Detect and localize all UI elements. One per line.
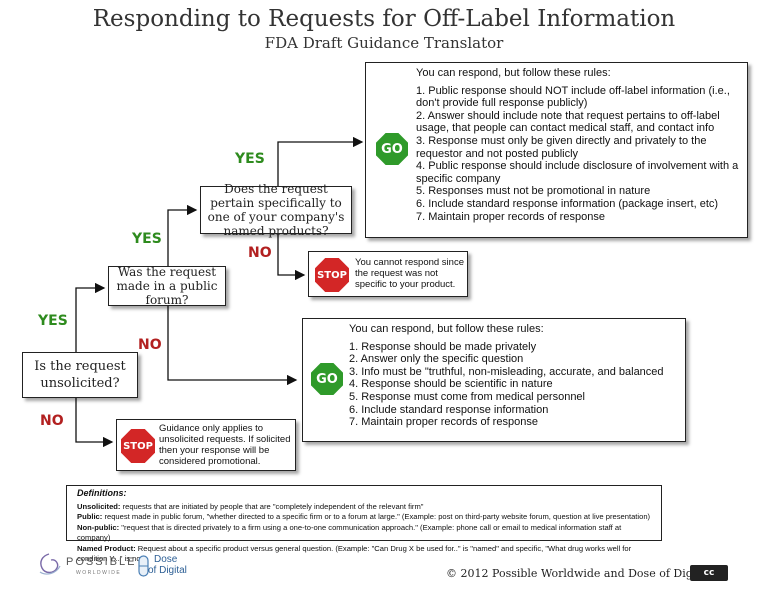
- possible-logo: POSSIBLE WORLDWIDE: [36, 552, 134, 580]
- dose-of-digital-logo: Dose of Digital: [134, 552, 200, 582]
- private-rules-header: You can respond, but follow these rules:: [349, 323, 544, 335]
- yes-connector-3: [277, 136, 364, 186]
- possible-logo-name: POSSIBLE: [66, 556, 137, 568]
- public-rule-item: 7. Maintain proper records of response: [416, 210, 605, 223]
- possible-logo-tagline: WORLDWIDE: [76, 570, 122, 576]
- public-rule-item: 1. Public response should NOT include of…: [416, 84, 730, 110]
- question-public-forum-text: Was the request made in a public forum?: [116, 265, 218, 307]
- page-title: Responding to Requests for Off-Label Inf…: [92, 6, 676, 32]
- no-connector-3: [277, 234, 306, 281]
- public-rules-list: 1. Public response should NOT include of…: [416, 85, 742, 224]
- dose-logo-line2: of Digital: [148, 565, 187, 576]
- private-rules: You can respond, but follow these rules:…: [349, 323, 681, 429]
- private-rules-list: 1. Response should be made privately 2. …: [349, 341, 681, 429]
- public-rules-box: GO You can respond, but follow these rul…: [365, 62, 748, 238]
- private-rule-item: 4. Response should be scientific in natu…: [349, 378, 553, 391]
- question-public-forum: Was the request made in a public forum?: [108, 265, 226, 307]
- private-rule-item: 1. Response should be made privately: [349, 340, 537, 353]
- question-named-product-text: Does the request pertain specifically to…: [207, 182, 345, 238]
- no-label-3: NO: [248, 245, 272, 261]
- no-label-2: NO: [138, 337, 162, 353]
- definitions-box: Definitions: Unsolicited: requests that …: [66, 485, 662, 563]
- definitions-heading: Definitions:: [77, 488, 127, 498]
- stop-not-product-text: You cannot respond since the request was…: [355, 257, 464, 290]
- yes-connector-1: [75, 282, 106, 352]
- go-sign-public: GO: [376, 133, 408, 165]
- yes-label-1: YES: [38, 313, 68, 329]
- stop-solicited-text: Guidance only applies to unsolicited req…: [159, 423, 291, 467]
- stop-not-product-box: STOP You cannot respond since the reques…: [308, 251, 468, 297]
- yes-connector-2: [167, 204, 198, 266]
- public-rules-header: You can respond, but follow these rules:: [416, 67, 611, 79]
- definition-item: Public: request made in public forum, "w…: [77, 512, 651, 521]
- capsule-icon: [138, 555, 149, 577]
- no-label-1: NO: [40, 413, 64, 429]
- question-unsolicited: Is the request unsolicited?: [22, 352, 138, 398]
- stop-solicited-box: STOP Guidance only applies to unsolicite…: [116, 419, 296, 471]
- public-rule-item: 4. Public response should include disclo…: [416, 160, 739, 185]
- private-rule-item: 3. Info must be "truthful, non-misleadin…: [349, 365, 664, 378]
- no-connector-2: [167, 305, 298, 386]
- page-subtitle: FDA Draft Guidance Translator: [264, 34, 504, 52]
- public-rule-item: 5. Responses must not be promotional in …: [416, 185, 651, 198]
- definition-item: Non-public: "request that is directed pr…: [77, 522, 622, 543]
- yes-label-2: YES: [132, 231, 162, 247]
- question-named-product: Does the request pertain specifically to…: [200, 182, 352, 238]
- definition-item: Named Product: Request about a specific …: [77, 543, 632, 564]
- copyright-text: © 2012 Possible Worldwide and Dose of Di…: [446, 567, 711, 580]
- private-rules-box: GO You can respond, but follow these rul…: [302, 318, 686, 442]
- public-rules: You can respond, but follow these rules:…: [416, 67, 742, 223]
- go-sign-private: GO: [311, 363, 343, 395]
- private-rule-item: 5. Response must come from medical perso…: [349, 390, 585, 403]
- creative-commons-badge: cc: [690, 565, 728, 581]
- private-rule-item: 6. Include standard response information: [349, 403, 549, 416]
- public-rule-item: 2. Answer should include note that reque…: [416, 109, 720, 135]
- public-rule-item: 3. Response must only be given directly …: [416, 134, 707, 160]
- possible-swirl-icon: [39, 553, 61, 575]
- stop-sign-solicited: STOP: [121, 429, 155, 463]
- stop-sign-product: STOP: [315, 258, 349, 292]
- private-rule-item: 2. Answer only the specific question: [349, 353, 524, 366]
- definition-item: Unsolicited: requests that are initiated…: [77, 501, 424, 511]
- private-rule-item: 7. Maintain proper records of response: [349, 416, 538, 429]
- dose-logo-line1: Dose: [154, 554, 178, 565]
- question-unsolicited-text: Is the request unsolicited?: [34, 359, 126, 391]
- no-connector-1: [75, 398, 114, 448]
- public-rule-item: 6. Include standard response information…: [416, 197, 719, 210]
- yes-label-3: YES: [235, 151, 265, 167]
